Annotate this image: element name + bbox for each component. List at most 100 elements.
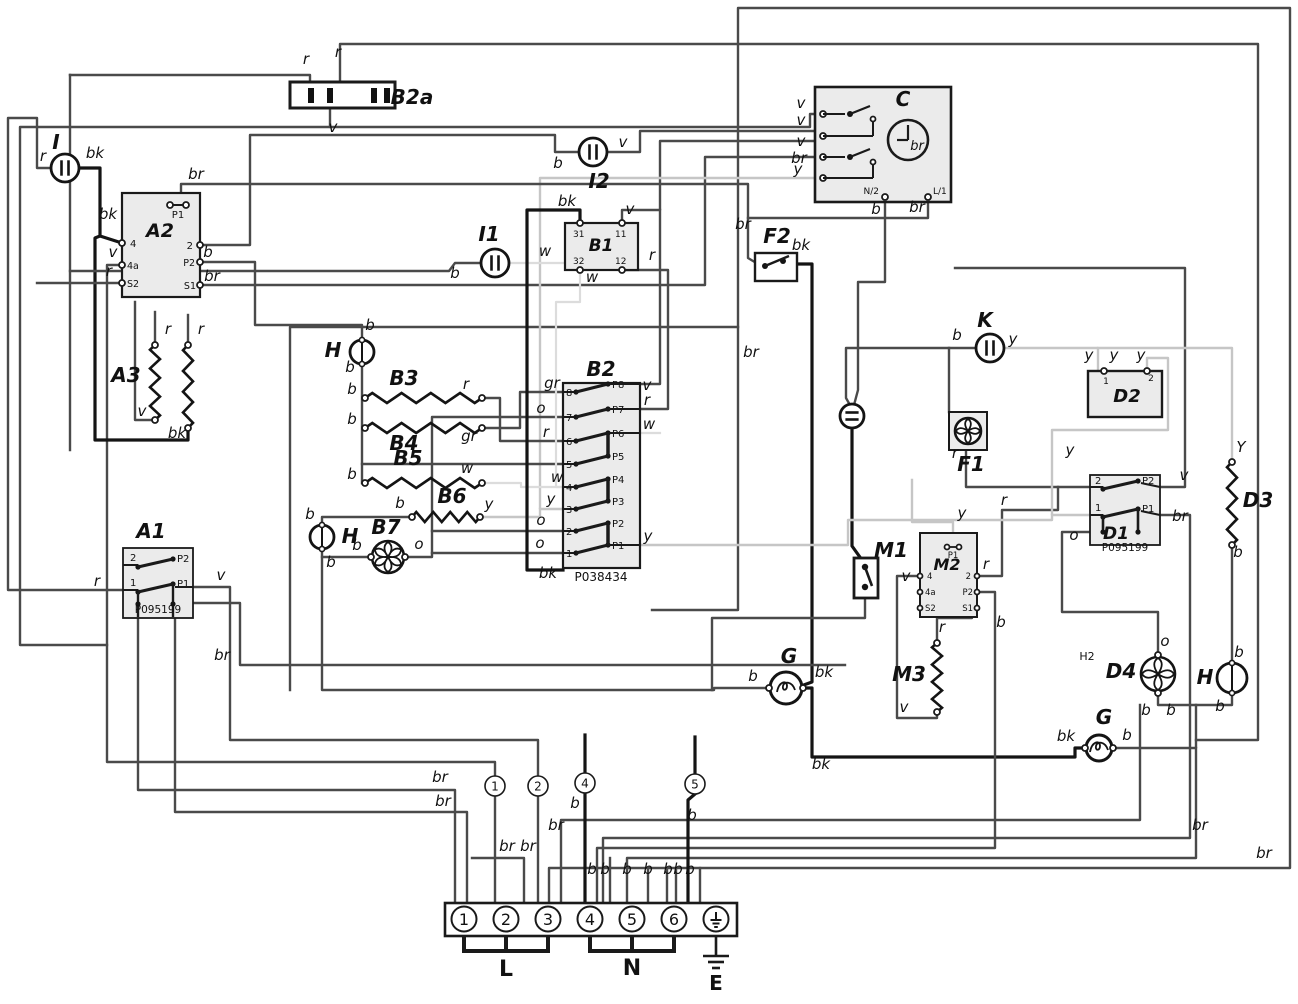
- contact-dot: [1135, 529, 1141, 535]
- wire-color-label: br: [188, 165, 205, 183]
- terminal: [166, 201, 174, 209]
- wire-color-label: br: [743, 343, 760, 361]
- contact-dot: [861, 583, 869, 591]
- wire-color-label: br: [1192, 816, 1209, 834]
- wire-color-label: b: [600, 860, 610, 878]
- resistor-a3: [148, 341, 195, 432]
- part-rect: [919, 532, 978, 618]
- terminal-number: 5: [691, 777, 699, 791]
- terminal: [933, 708, 941, 716]
- wire-16: [788, 262, 814, 689]
- lamp-i1: [479, 247, 511, 279]
- part-label: L: [499, 957, 513, 982]
- terminal: [916, 572, 924, 580]
- terminal: [618, 266, 626, 274]
- wire-color-label: v: [797, 111, 807, 129]
- wire-color-label: y: [957, 504, 968, 522]
- buzzer-coil: [1089, 741, 1109, 753]
- resistor-zigzag: [364, 421, 483, 435]
- part-rect: [852, 556, 880, 600]
- wire-4: [288, 325, 740, 692]
- part-label: 3: [566, 505, 572, 516]
- part-line: [764, 254, 790, 268]
- part-label: 11: [615, 230, 626, 240]
- terminal: [401, 553, 409, 561]
- wire-color-label: o: [536, 399, 545, 417]
- component-name-label: G: [1096, 705, 1112, 729]
- part-line: [575, 521, 609, 533]
- wire-color-label: br: [1172, 507, 1189, 525]
- wire-color-label: bk: [815, 663, 835, 681]
- part-line: [1102, 479, 1139, 491]
- part-line: [849, 147, 871, 159]
- terminal-number: 1: [491, 779, 499, 793]
- wire-color-label: v: [138, 402, 148, 420]
- wire-3: [547, 6, 1292, 905]
- neon-lamp-icon: [838, 402, 866, 430]
- part-label: 2: [130, 553, 136, 564]
- wire-color-label: b: [450, 264, 460, 282]
- wire-19: [850, 426, 865, 563]
- wire-42: [105, 263, 497, 778]
- wire-color-label: o: [1069, 526, 1078, 544]
- wire-color-label: b: [352, 536, 362, 554]
- resistor-d3: [1225, 458, 1239, 549]
- terminal: [1228, 458, 1236, 466]
- wire-13: [538, 176, 825, 511]
- terminal: [1154, 651, 1162, 659]
- part-label: P2: [612, 519, 624, 530]
- wire-color-label: br: [1256, 844, 1273, 862]
- terminal: [916, 604, 924, 612]
- part-line: [575, 431, 609, 443]
- resistor-m3: [930, 639, 944, 716]
- wire-color-label: v: [217, 566, 227, 584]
- part-label: A2: [144, 220, 174, 242]
- lamp-h1: [348, 336, 376, 368]
- resistor-b3: [361, 391, 486, 405]
- part-label: 4a: [925, 588, 936, 598]
- part-label: P3: [612, 497, 624, 508]
- part-label: 4: [566, 483, 572, 494]
- terminal: [476, 513, 484, 521]
- wire-color-label: br: [432, 768, 449, 786]
- wire-color-label: w: [461, 459, 474, 477]
- terminal: [955, 543, 963, 551]
- wire-color-label: b: [305, 505, 315, 523]
- part-label: P2: [183, 258, 195, 269]
- wire-17: [852, 198, 887, 407]
- part-label: 2: [566, 527, 572, 538]
- wire-color-label: b: [1122, 726, 1132, 744]
- terminal: [1228, 689, 1236, 697]
- neon-lamp-icon: [479, 247, 511, 279]
- component-name-label: B5: [393, 446, 422, 470]
- part-label: P1: [948, 551, 959, 561]
- wire-color-label: br: [909, 198, 926, 216]
- wire-23: [964, 448, 1092, 489]
- wire-color-label: r: [106, 262, 113, 280]
- part-label: 2: [1095, 476, 1101, 487]
- component-name-label: I1: [478, 222, 499, 246]
- resistor-zigzag: [1225, 461, 1239, 546]
- wire-color-label: y: [1109, 346, 1120, 364]
- wire-color-label: b: [643, 860, 653, 878]
- wire-color-label: b: [345, 358, 355, 376]
- buzzer-coil: [776, 681, 796, 693]
- part-rect: [288, 80, 397, 110]
- contact-dot: [135, 601, 141, 607]
- wire-color-label: b: [570, 794, 580, 812]
- part-rect: [563, 221, 640, 272]
- resistor-zigzag: [930, 642, 944, 713]
- wire-color-label: bk: [558, 192, 578, 210]
- terminal: [361, 424, 369, 432]
- part-label: M2: [933, 555, 960, 574]
- part-label: 4a: [127, 261, 139, 272]
- wire-27: [1060, 530, 1160, 657]
- wire-color-label: v: [109, 243, 119, 261]
- wire-51: [173, 615, 469, 905]
- part-line: [849, 104, 871, 116]
- component-name-label: B7: [371, 515, 400, 539]
- part-label: S1: [962, 604, 973, 614]
